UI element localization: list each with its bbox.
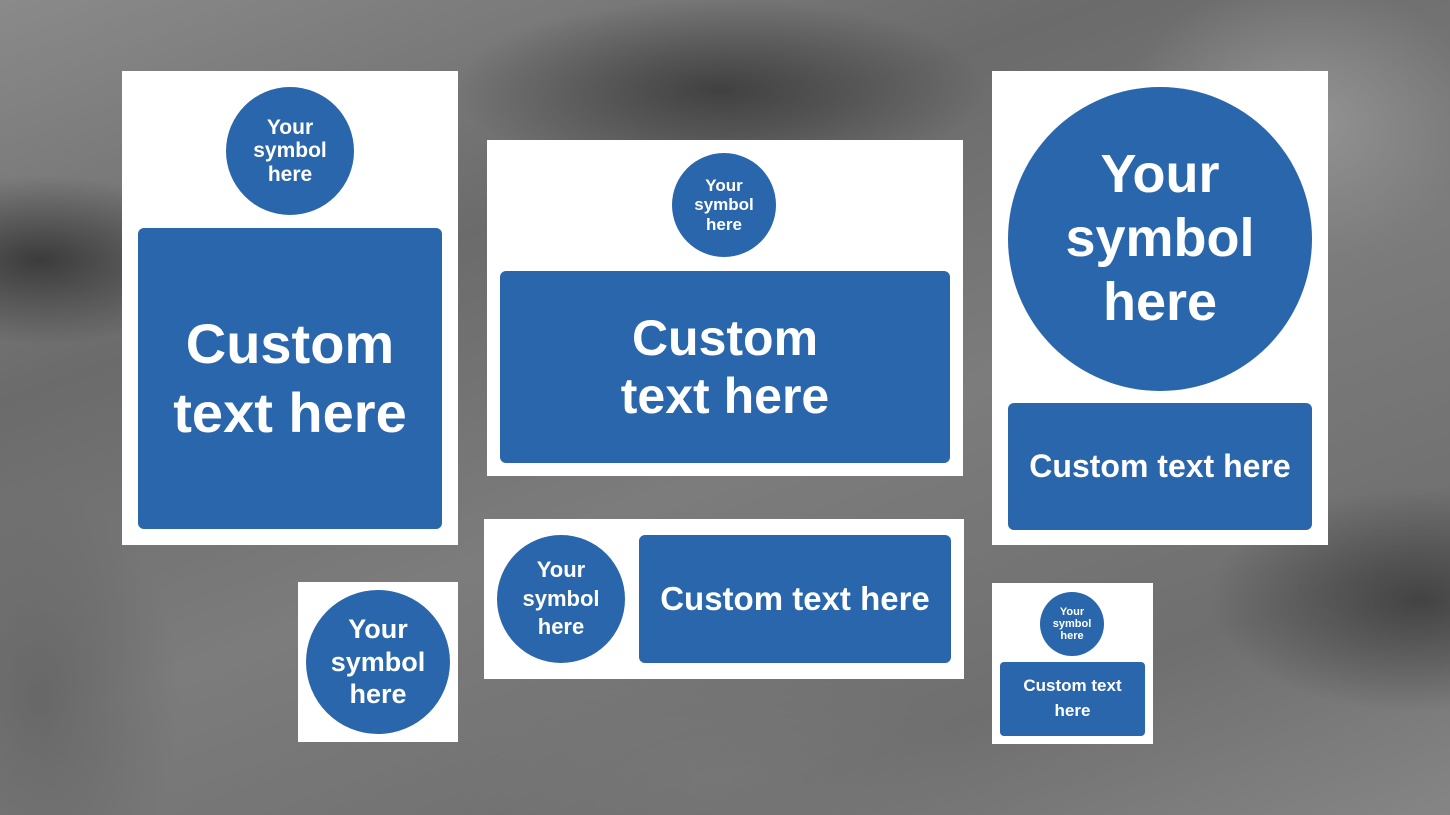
custom-text-panel: Custom text here — [639, 535, 951, 663]
custom-text-panel: Custom text here — [138, 228, 442, 529]
custom-text: Custom text here — [1023, 676, 1122, 720]
symbol-placeholder-text: Your symbol here — [694, 176, 754, 234]
custom-text: Custom text here — [620, 310, 830, 424]
sign-square-symbol-only: Your symbol here — [298, 582, 458, 742]
sign-landscape-center: Your symbol here Custom text here — [487, 140, 963, 476]
custom-text: Custom text here — [660, 579, 930, 617]
custom-text-panel: Custom text here — [1008, 403, 1312, 530]
symbol-placeholder-text: Your symbol here — [1065, 144, 1255, 332]
symbol-placeholder: Your symbol here — [226, 87, 354, 215]
symbol-placeholder: Your symbol here — [497, 535, 625, 663]
symbol-placeholder: Your symbol here — [306, 590, 450, 734]
symbol-placeholder: Your symbol here — [672, 153, 776, 257]
symbol-placeholder-text: Your symbol here — [522, 557, 600, 640]
symbol-placeholder-text: Your symbol here — [330, 614, 426, 710]
custom-text: Custom text here — [1029, 447, 1291, 484]
custom-text-panel: Custom text here — [500, 271, 950, 463]
sign-portrait-small: Your symbol here Custom text here — [992, 583, 1153, 744]
sign-portrait-right: Your symbol here Custom text here — [992, 71, 1328, 545]
sign-landscape-strip: Your symbol here Custom text here — [484, 519, 964, 679]
sign-portrait-left: Your symbol here Custom text here — [122, 71, 458, 545]
custom-text-panel: Custom text here — [1000, 662, 1145, 736]
symbol-placeholder: Your symbol here — [1040, 592, 1104, 656]
symbol-placeholder: Your symbol here — [1008, 87, 1312, 391]
symbol-placeholder-text: Your symbol here — [253, 115, 327, 186]
symbol-placeholder-text: Your symbol here — [1052, 605, 1092, 643]
custom-text: Custom text here — [173, 312, 407, 444]
